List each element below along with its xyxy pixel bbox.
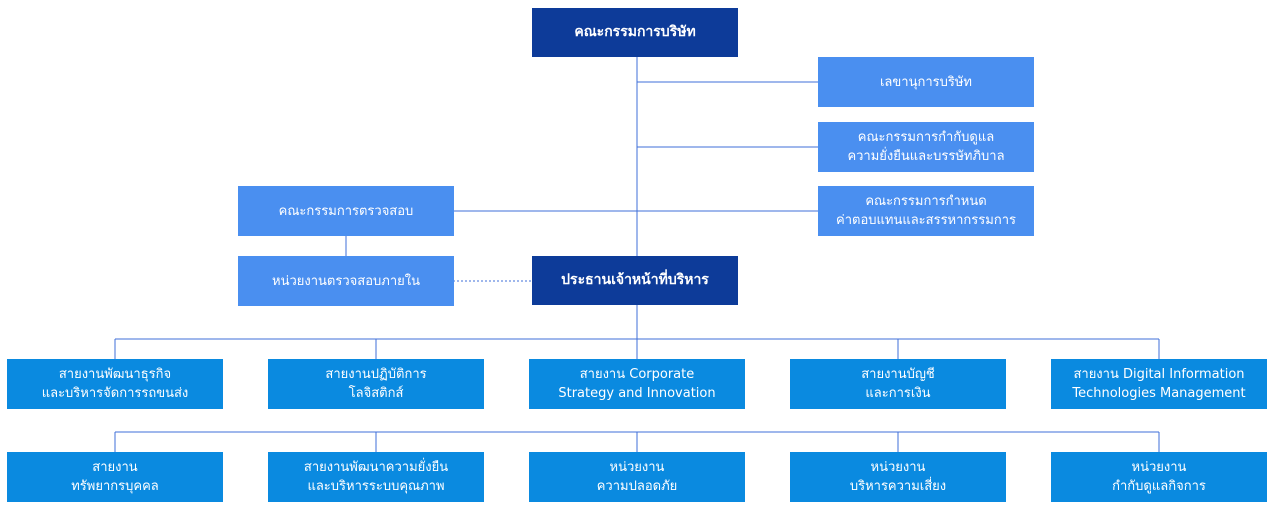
- unit-box: สายงานพัฒนาความยั่งยืน และบริหารระบบคุณภ…: [268, 452, 484, 502]
- division-label: สายงานปฏิบัติการ โลจิสติกส์: [325, 367, 427, 401]
- unit-label: หน่วยงาน ความปลอดภัย: [596, 460, 678, 494]
- division-box: สายงานบัญชี และการเงิน: [790, 359, 1006, 409]
- internal-audit-box: หน่วยงานตรวจสอบภายใน: [238, 256, 454, 306]
- nomination-remuneration-committee-box: คณะกรรมการกำหนด ค่าตอบแทนและสรรหากรรมการ: [818, 186, 1034, 236]
- division-label: สายงาน Digital Information Technologies …: [1072, 367, 1246, 401]
- division-box: สายงาน Corporate Strategy and Innovation: [529, 359, 745, 409]
- unit-label: สายงานพัฒนาความยั่งยืน และบริหารระบบคุณภ…: [303, 460, 449, 494]
- sustainability-governance-committee-label: คณะกรรมการกำกับดูแล ความยั่งยืนและบรรษัท…: [847, 130, 1005, 164]
- unit-label: หน่วยงาน บริหารความเสี่ยง: [849, 460, 947, 494]
- division-label: สายงานพัฒนาธุรกิจ และบริหารจัดการรถขนส่ง: [41, 367, 189, 401]
- division-label: สายงาน Corporate Strategy and Innovation: [558, 367, 716, 401]
- unit-box: สายงาน ทรัพยากรบุคคล: [7, 452, 223, 502]
- division-box: สายงาน Digital Information Technologies …: [1051, 359, 1267, 409]
- division-box: สายงานปฏิบัติการ โลจิสติกส์: [268, 359, 484, 409]
- unit-box: หน่วยงาน ความปลอดภัย: [529, 452, 745, 502]
- sustainability-governance-committee-box: คณะกรรมการกำกับดูแล ความยั่งยืนและบรรษัท…: [818, 122, 1034, 172]
- audit-committee-box: คณะกรรมการตรวจสอบ: [238, 186, 454, 236]
- audit-committee-label: คณะกรรมการตรวจสอบ: [278, 203, 414, 219]
- company-secretary-box: เลขานุการบริษัท: [818, 57, 1034, 107]
- unit-box: หน่วยงาน กำกับดูแลกิจการ: [1051, 452, 1267, 502]
- division-box: สายงานพัฒนาธุรกิจ และบริหารจัดการรถขนส่ง: [7, 359, 223, 409]
- unit-label: หน่วยงาน กำกับดูแลกิจการ: [1112, 460, 1206, 494]
- ceo-box: ประธานเจ้าหน้าที่บริหาร: [532, 256, 738, 305]
- division-label: สายงานบัญชี และการเงิน: [861, 367, 935, 401]
- nomination-remuneration-committee-label: คณะกรรมการกำหนด ค่าตอบแทนและสรรหากรรมการ: [836, 194, 1016, 228]
- ceo-label: ประธานเจ้าหน้าที่บริหาร: [561, 272, 709, 288]
- unit-box: หน่วยงาน บริหารความเสี่ยง: [790, 452, 1006, 502]
- board-of-directors-label: คณะกรรมการบริษัท: [574, 24, 696, 40]
- unit-label: สายงาน ทรัพยากรบุคคล: [71, 460, 159, 494]
- board-of-directors-box: คณะกรรมการบริษัท: [532, 8, 738, 57]
- internal-audit-label: หน่วยงานตรวจสอบภายใน: [272, 273, 420, 289]
- company-secretary-label: เลขานุการบริษัท: [879, 74, 972, 90]
